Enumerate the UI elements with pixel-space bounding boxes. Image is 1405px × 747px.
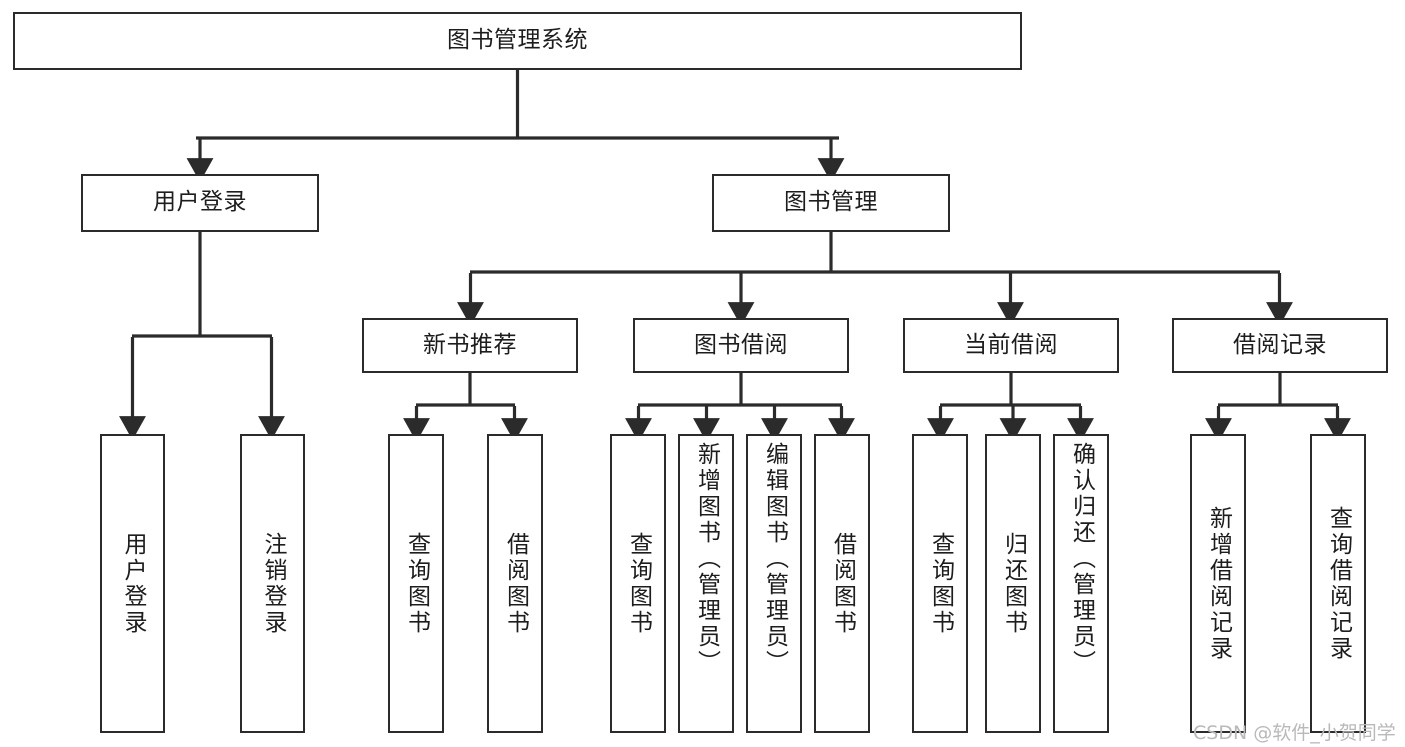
node-leaf-logout[interactable]: 注销登录 (240, 434, 305, 733)
node-book-borrow-label: 图书借阅 (694, 331, 788, 358)
node-book-borrow[interactable]: 图书借阅 (633, 318, 849, 373)
node-leaf-borrow-book-br[interactable]: 借阅图书 (814, 434, 870, 733)
node-user-login[interactable]: 用户登录 (81, 174, 319, 232)
node-leaf-add-record[interactable]: 新增借阅记录 (1190, 434, 1246, 733)
node-leaf-query-record-label: 查询借阅记录 (1325, 505, 1352, 662)
node-leaf-query-book-br[interactable]: 查询图书 (610, 434, 666, 733)
node-leaf-query-book-rec[interactable]: 查询图书 (388, 434, 444, 733)
node-leaf-borrow-book-rec[interactable]: 借阅图书 (487, 434, 543, 733)
node-root-system[interactable]: 图书管理系统 (13, 12, 1022, 70)
node-leaf-query-book-rec-label: 查询图书 (403, 531, 430, 636)
node-leaf-user-login-label: 用户登录 (120, 531, 146, 636)
node-borrow-record[interactable]: 借阅记录 (1172, 318, 1388, 373)
node-leaf-borrow-book-br-label: 借阅图书 (829, 531, 856, 636)
node-leaf-query-record[interactable]: 查询借阅记录 (1310, 434, 1366, 733)
node-leaf-edit-book-label: 编辑图书（管理员） (761, 442, 788, 676)
node-leaf-return-book-label: 归还图书 (1000, 531, 1027, 636)
node-leaf-user-login[interactable]: 用户登录 (100, 434, 165, 733)
node-leaf-edit-book[interactable]: 编辑图书（管理员） (746, 434, 802, 733)
node-leaf-add-record-label: 新增借阅记录 (1205, 505, 1232, 662)
node-book-manage-label: 图书管理 (784, 189, 878, 216)
node-leaf-query-book-br-label: 查询图书 (625, 531, 652, 636)
node-book-manage[interactable]: 图书管理 (712, 174, 950, 232)
node-leaf-add-book[interactable]: 新增图书（管理员） (678, 434, 734, 733)
node-leaf-add-book-label: 新增图书（管理员） (693, 442, 720, 676)
node-root-label: 图书管理系统 (447, 27, 588, 54)
node-new-book-recommend[interactable]: 新书推荐 (362, 318, 578, 373)
node-current-borrow-label: 当前借阅 (964, 331, 1058, 358)
node-leaf-confirm-return-label: 确认归还（管理员） (1068, 442, 1095, 676)
node-leaf-logout-label: 注销登录 (260, 531, 286, 636)
node-current-borrow[interactable]: 当前借阅 (903, 318, 1119, 373)
node-leaf-return-book[interactable]: 归还图书 (985, 434, 1041, 733)
node-user-login-label: 用户登录 (153, 189, 247, 216)
watermark-label: CSDN @软件_小贺同学 (1193, 722, 1396, 744)
node-leaf-query-book-cb-label: 查询图书 (927, 531, 954, 636)
node-borrow-record-label: 借阅记录 (1233, 331, 1327, 358)
node-leaf-confirm-return[interactable]: 确认归还（管理员） (1053, 434, 1109, 733)
node-leaf-borrow-book-rec-label: 借阅图书 (502, 531, 529, 636)
node-leaf-query-book-cb[interactable]: 查询图书 (912, 434, 968, 733)
node-new-book-recommend-label: 新书推荐 (423, 331, 517, 358)
